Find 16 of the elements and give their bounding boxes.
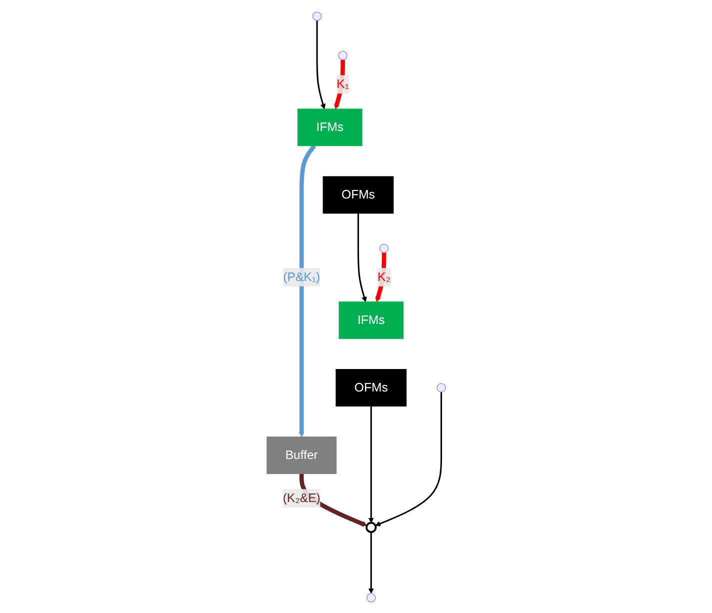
arrow <box>374 392 442 526</box>
edge-label: (K₂&E) <box>282 491 320 505</box>
node-box <box>335 368 406 406</box>
node-box <box>297 108 362 146</box>
edge-label: K₁ <box>336 77 349 91</box>
arrow <box>316 20 326 109</box>
arrow <box>368 532 374 594</box>
node-circle <box>365 521 376 532</box>
node-box <box>322 176 394 214</box>
arrow <box>368 406 374 523</box>
edge-label: K₂ <box>377 270 390 284</box>
arrow <box>357 212 367 302</box>
node-box <box>266 436 336 474</box>
edge-label: (P&K₁) <box>282 270 320 284</box>
node-box <box>338 300 404 338</box>
arrow <box>298 144 316 437</box>
